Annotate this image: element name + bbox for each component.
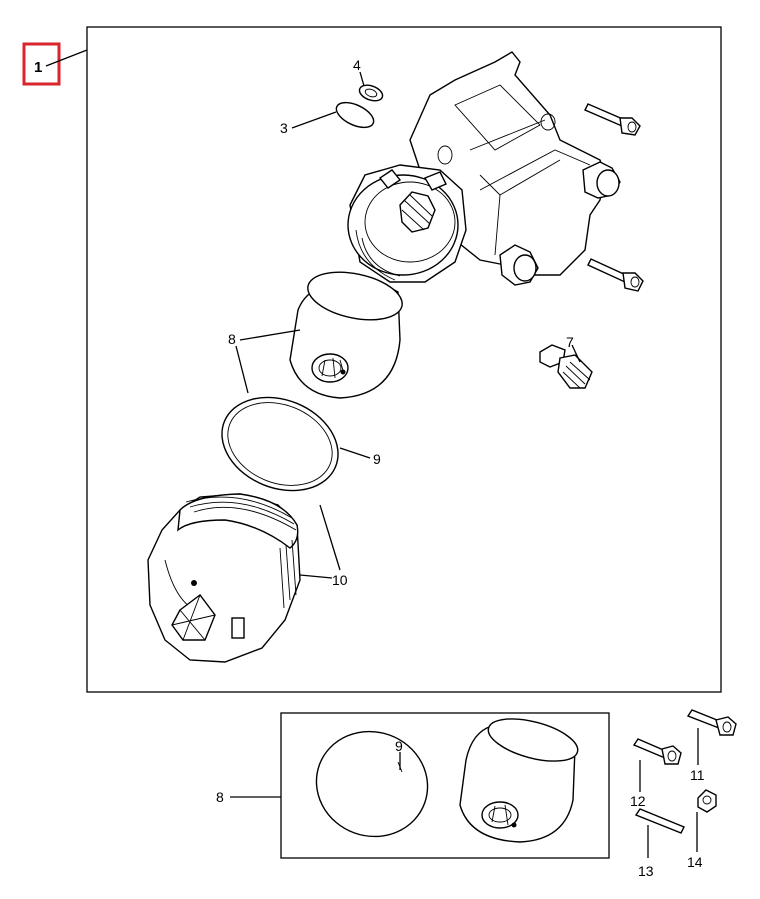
filter-kit-frame (280, 712, 610, 859)
callout-13-label: 13 (638, 863, 654, 879)
callout-9-kit-label: 9 (395, 738, 403, 754)
callout-10-label: 10 (332, 572, 348, 588)
filter-kit-inset[interactable]: 9 8 (216, 711, 610, 859)
housing-bolt-lower[interactable] (587, 258, 644, 292)
part-14-nut[interactable]: 14 (687, 789, 717, 870)
part-4-seal[interactable]: 4 (353, 57, 385, 104)
callout-1-highlight-box (22, 42, 61, 86)
callout-8-label: 8 (228, 331, 236, 347)
callout-11-label: 11 (690, 767, 705, 783)
part-10-filter-cap[interactable]: 10 (147, 493, 348, 663)
part-9-gasket[interactable]: 9 (208, 381, 381, 508)
part-3-o-ring[interactable]: 3 (280, 97, 377, 136)
oil-filter-housing[interactable] (347, 51, 621, 286)
part-12-bolt[interactable]: 12 (630, 738, 682, 809)
housing-bolt-upper[interactable] (584, 103, 641, 136)
callout-14-label: 14 (687, 854, 703, 870)
part-13-stud[interactable]: 13 (634, 808, 685, 879)
callout-8[interactable]: 8 (228, 329, 301, 394)
callout-7-label: 7 (566, 334, 574, 350)
part-8-filter-element[interactable] (289, 265, 407, 399)
callout-12-label: 12 (630, 793, 646, 809)
callout-3-label: 3 (280, 120, 288, 136)
callout-4-label: 4 (353, 57, 361, 73)
callout-9-label: 9 (373, 451, 381, 467)
callout-8-kit-label: 8 (216, 789, 224, 805)
callout-1-label: 1 (34, 59, 42, 76)
main-assembly-frame (86, 26, 722, 693)
callout-1[interactable]: 1 (22, 42, 88, 86)
part-11-bolt[interactable]: 11 (686, 709, 737, 783)
part-7-sensor[interactable]: 7 (539, 334, 593, 389)
